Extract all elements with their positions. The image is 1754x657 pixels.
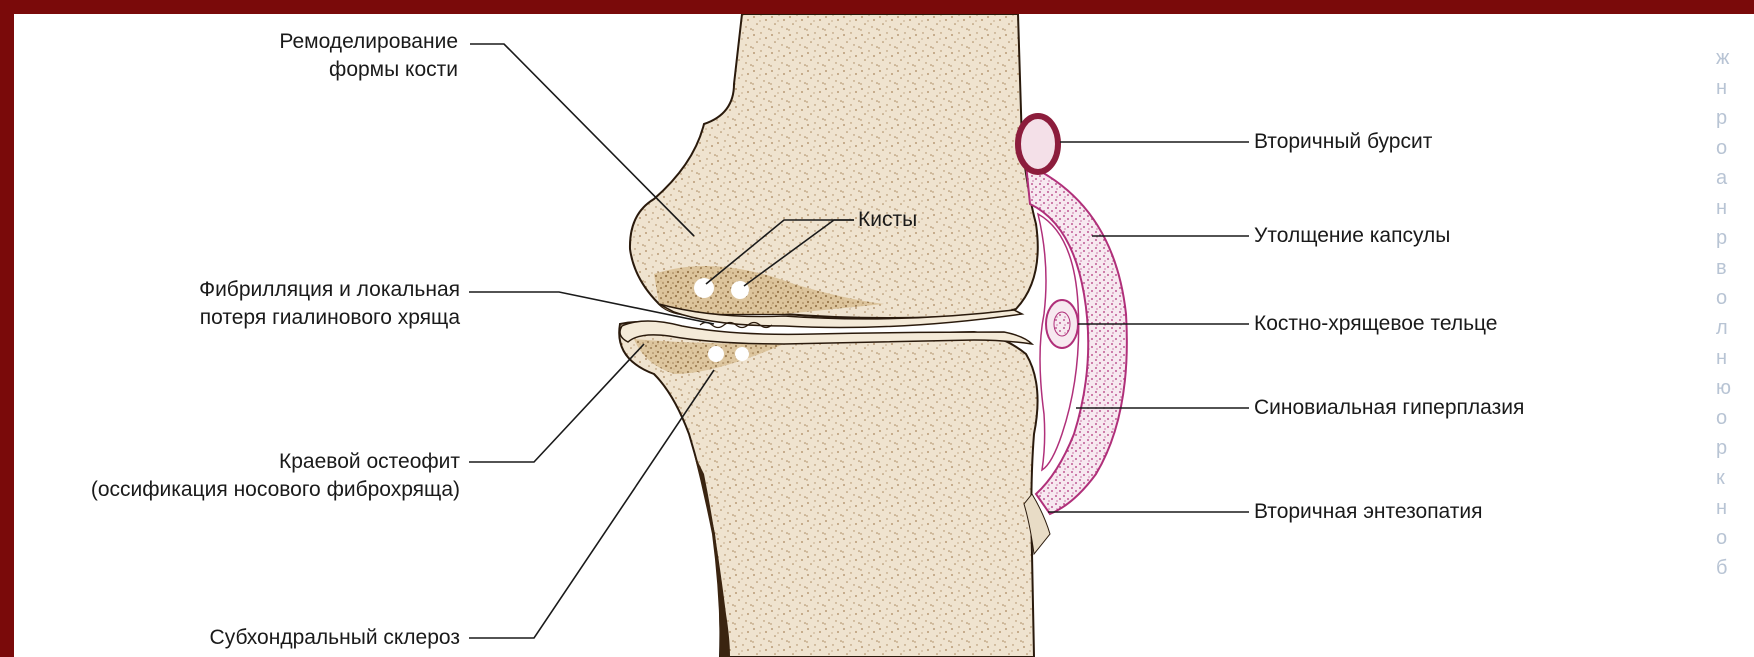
label-enthesopathy: Вторичная энтезопатия	[1254, 498, 1483, 526]
svg-text:а: а	[1716, 167, 1728, 189]
svg-text:р: р	[1716, 107, 1727, 129]
osteochondral-body-core	[1054, 312, 1070, 336]
scan-bleed: жнр оан рво лню орк ноб	[1716, 47, 1731, 579]
cyst-lower-1	[708, 346, 724, 362]
label-capsule: Утолщение капсулы	[1254, 222, 1450, 250]
label-osteophyte: Краевой остеофит (оссификация носового ф…	[24, 448, 460, 504]
svg-text:н: н	[1716, 77, 1727, 99]
svg-text:о: о	[1716, 527, 1727, 549]
svg-text:о: о	[1716, 407, 1727, 429]
label-osteophyte-line2: (оссификация носового фиброхряща)	[24, 476, 460, 504]
svg-text:к: к	[1716, 467, 1725, 489]
leader-osteophyte	[469, 344, 644, 462]
label-sclerosis: Субхондральный склероз	[134, 624, 460, 652]
cyst-upper-1	[694, 278, 714, 298]
svg-text:в: в	[1716, 257, 1727, 279]
svg-text:о: о	[1716, 137, 1727, 159]
leader-sclerosis	[469, 370, 714, 638]
svg-text:ю: ю	[1716, 377, 1731, 399]
label-bursitis: Вторичный бурсит	[1254, 128, 1432, 156]
label-fibrillation: Фибрилляция и локальная потеря гиалиново…	[124, 276, 460, 332]
label-bone-remodeling-line2: формы кости	[218, 56, 458, 84]
label-fibrillation-line1: Фибрилляция и локальная	[124, 276, 460, 304]
label-cysts: Кисты	[858, 206, 917, 234]
svg-text:л: л	[1716, 317, 1728, 339]
label-osteophyte-line1: Краевой остеофит	[24, 448, 460, 476]
label-bone-remodeling: Ремоделирование формы кости	[218, 28, 458, 84]
svg-text:ж: ж	[1716, 47, 1730, 69]
svg-text:р: р	[1716, 227, 1727, 249]
label-fibrillation-line2: потеря гиалинового хряща	[124, 304, 460, 332]
svg-text:о: о	[1716, 287, 1727, 309]
label-loose-body: Костно-хрящевое тельце	[1254, 310, 1497, 338]
secondary-bursa	[1018, 116, 1058, 172]
svg-text:н: н	[1716, 497, 1727, 519]
svg-text:р: р	[1716, 437, 1727, 459]
label-synovial: Синовиальная гиперплазия	[1254, 394, 1524, 422]
svg-text:н: н	[1716, 197, 1727, 219]
svg-text:б: б	[1716, 557, 1727, 579]
cyst-lower-2	[735, 347, 749, 361]
svg-text:н: н	[1716, 347, 1727, 369]
label-bone-remodeling-line1: Ремоделирование	[218, 28, 458, 56]
